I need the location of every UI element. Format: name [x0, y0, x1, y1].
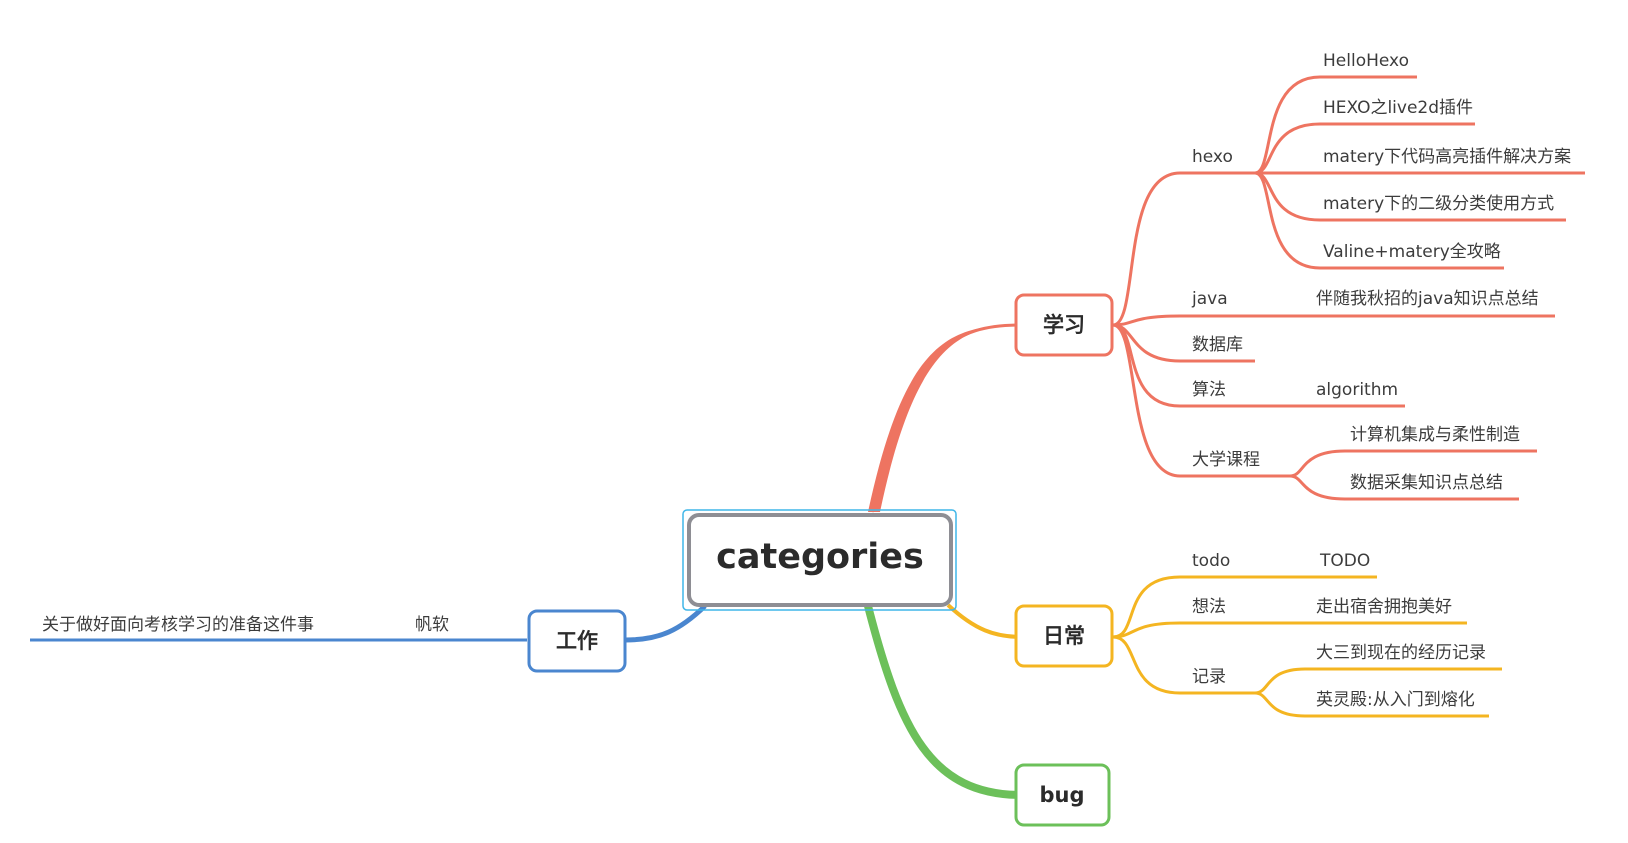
leaf-xiangfa-1[interactable]: 走出宿舍拥抱美好	[1316, 597, 1452, 617]
connector-root-to-bug	[864, 605, 1023, 799]
connector-root-to-richang	[946, 603, 1023, 639]
topic-node-richang[interactable]: 日常	[1014, 604, 1114, 668]
topic-node-bug[interactable]: bug	[1014, 763, 1111, 827]
topic-label-bug: bug	[1039, 783, 1084, 807]
leaf-todo-1[interactable]: TODO	[1319, 551, 1370, 571]
leaf-fanruan-1[interactable]: 关于做好面向考核学习的准备这件事	[42, 615, 314, 635]
topic-node-xuexi[interactable]: 学习	[1014, 293, 1114, 357]
subtopic-todo[interactable]: todo	[1192, 551, 1230, 571]
richang-branch-lines	[1112, 575, 1502, 718]
topic-label-xuexi: 学习	[1043, 313, 1085, 337]
leaf-daxue-1[interactable]: 计算机集成与柔性制造	[1350, 425, 1520, 445]
root-selection-outline	[682, 509, 957, 611]
subtopic-daxue[interactable]: 大学课程	[1192, 450, 1260, 470]
leaf-java-1[interactable]: 伴随我秋招的java知识点总结	[1316, 289, 1539, 309]
connector-root-to-xuexi	[868, 325, 1022, 512]
topic-label-richang: 日常	[1043, 624, 1085, 648]
xuexi-branch-lines	[1112, 75, 1585, 501]
connector-root-to-gongzuo	[624, 604, 707, 643]
subtopic-suanfa[interactable]: 算法	[1192, 380, 1226, 400]
gongzuo-subtopics: 帆软 关于做好面向考核学习的准备这件事	[42, 615, 449, 635]
topic-node-gongzuo[interactable]: 工作	[527, 609, 627, 673]
leaf-jilu-1[interactable]: 大三到现在的经历记录	[1316, 643, 1486, 663]
subtopic-java[interactable]: java	[1191, 289, 1228, 309]
leaf-daxue-2[interactable]: 数据采集知识点总结	[1350, 473, 1503, 493]
leaf-hexo-5[interactable]: Valine+matery全攻略	[1323, 242, 1501, 262]
topic-label-gongzuo: 工作	[556, 629, 598, 653]
subtopic-hexo[interactable]: hexo	[1192, 147, 1233, 167]
root-node[interactable]: categories	[682, 509, 957, 611]
subtopic-fanruan[interactable]: 帆软	[415, 615, 449, 635]
leaf-hexo-4[interactable]: matery下的二级分类使用方式	[1323, 193, 1554, 214]
leaf-hexo-1[interactable]: HelloHexo	[1323, 51, 1409, 71]
root-box	[687, 513, 953, 607]
connector-root-to-xuexi-line	[870, 323, 1023, 513]
root-title: categories	[716, 537, 924, 577]
richang-subtopics: todo 想法 记录 TODO 走出宿舍拥抱美好 大三到现在的经历记录 英灵殿:…	[1192, 551, 1486, 710]
leaf-jilu-2[interactable]: 英灵殿:从入门到熔化	[1316, 690, 1475, 710]
leaf-hexo-3[interactable]: matery下代码高亮插件解决方案	[1323, 147, 1571, 167]
subtopic-shujuku[interactable]: 数据库	[1192, 335, 1243, 355]
leaf-suanfa-1[interactable]: algorithm	[1316, 380, 1398, 400]
subtopic-jilu[interactable]: 记录	[1192, 667, 1226, 687]
xuexi-subtopics: hexo java 数据库 算法 大学课程 HelloHexo HEXO之liv…	[1191, 51, 1571, 493]
leaf-hexo-2[interactable]: HEXO之live2d插件	[1323, 98, 1473, 118]
subtopic-xiangfa[interactable]: 想法	[1192, 597, 1226, 617]
trunk-connectors	[624, 323, 1023, 799]
